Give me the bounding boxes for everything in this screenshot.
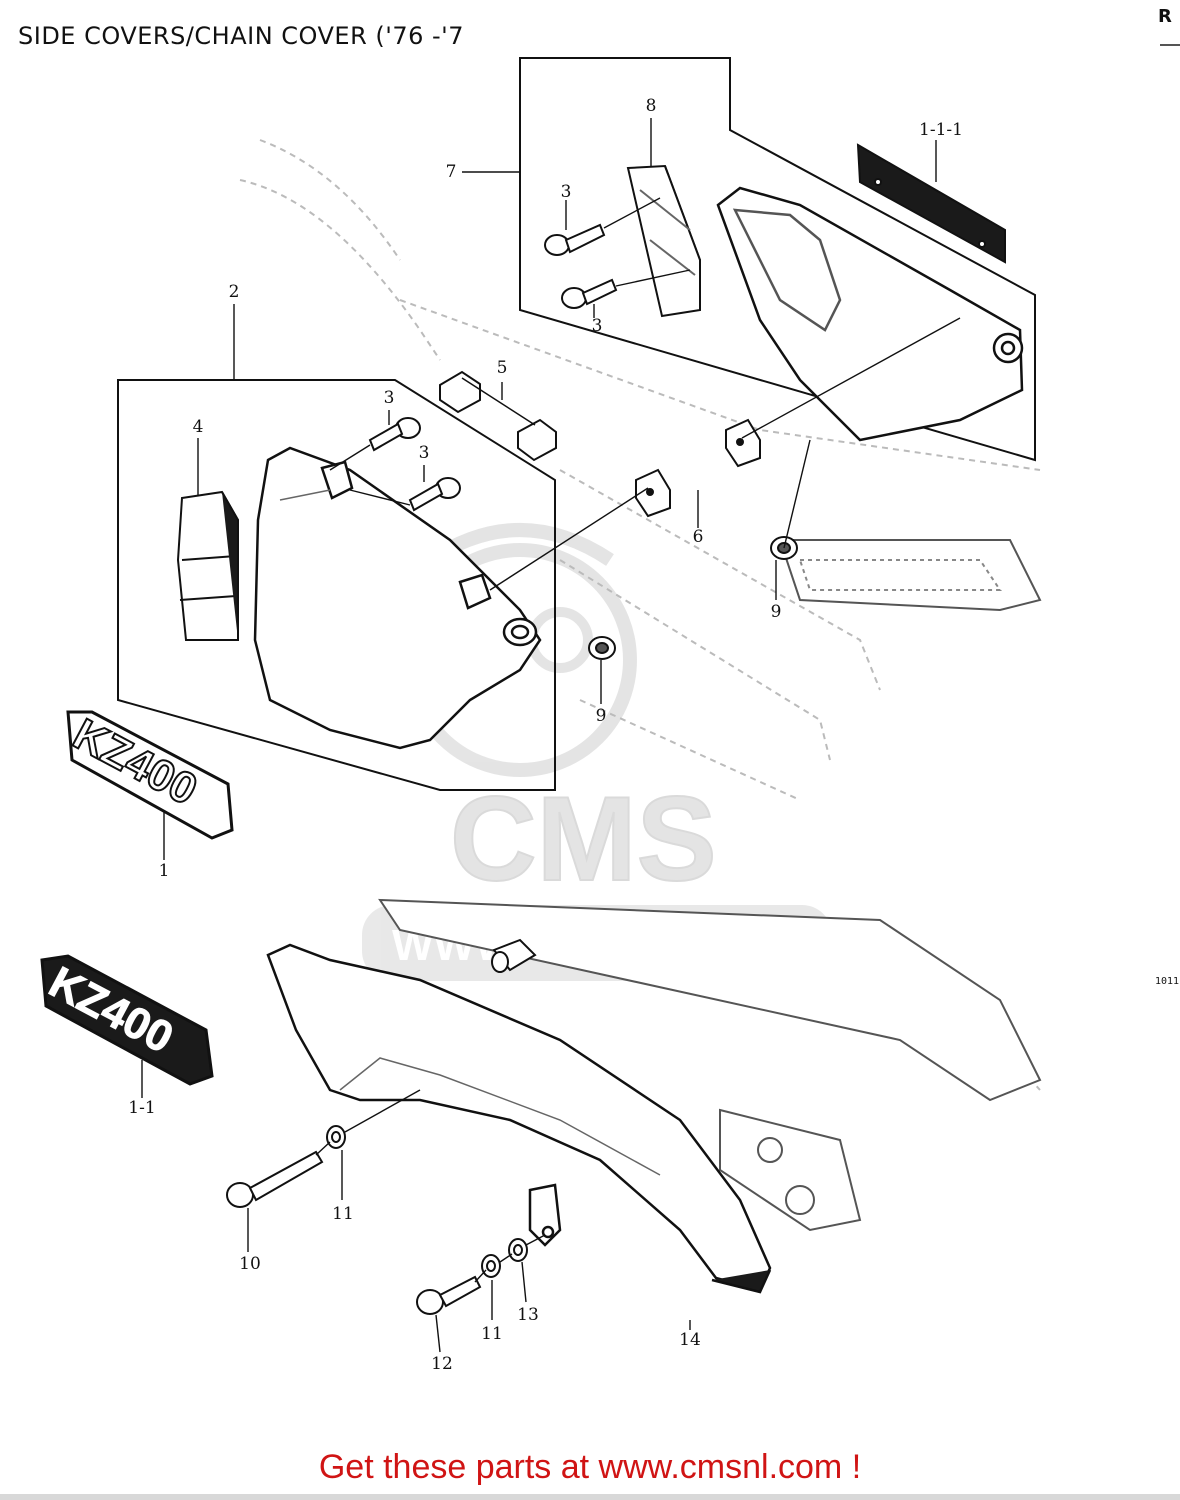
exploded-parts-diagram: CMS WWW.CMSNL.COM [40, 57, 1042, 1353]
callout-leaders [141, 118, 937, 1353]
emblem-outline-text: KZ400 [65, 710, 205, 815]
part-3-screw-upper-a [544, 223, 606, 256]
part-12-bolt [416, 1275, 482, 1315]
callout-3-upper-b: 3 [591, 316, 603, 336]
reference-code: 1011 [1155, 976, 1180, 987]
part-8-reflector [626, 164, 701, 318]
emblem-solid-text: KZ400 [41, 958, 181, 1063]
callout-14: 14 [679, 1330, 701, 1350]
callout-5: 5 [496, 358, 508, 378]
part-6-grommet-b [635, 468, 671, 518]
part-3-screw-side-b [408, 477, 461, 512]
callout-4: 4 [192, 417, 204, 437]
callout-8: 8 [645, 96, 657, 116]
callout-11-lower: 11 [481, 1324, 503, 1344]
part-1-emblem-outline: KZ400 [64, 709, 234, 840]
chain-cover-bushing [491, 938, 537, 973]
callout-10: 10 [239, 1254, 261, 1274]
part-5-clip-b [517, 418, 557, 462]
part-10-bolt [226, 1150, 324, 1208]
callout-9-lower: 9 [595, 706, 607, 726]
page-title: SIDE COVERS/CHAIN COVER ('76 -'7 [18, 22, 465, 50]
callout-1-1-1: 1-1-1 [919, 120, 963, 140]
corner-rule [1160, 44, 1180, 46]
callout-1: 1 [158, 861, 170, 881]
part-3-screw-side-a [368, 417, 421, 452]
part-2-left-side-cover [253, 446, 542, 750]
part-7-right-side-cover [716, 186, 1024, 442]
callout-11-upper: 11 [332, 1204, 354, 1224]
part-13-lock-washer [508, 1238, 528, 1262]
callout-3-side-a: 3 [383, 388, 395, 408]
callout-1-1: 1-1 [128, 1098, 156, 1118]
part-11-washer-lower [481, 1254, 501, 1278]
part-14-chain-cover [266, 943, 772, 1294]
swing-arm [378, 539, 1042, 1232]
part-1-1-emblem-solid: KZ400 [40, 954, 214, 1086]
side-cover-panel [117, 379, 556, 791]
callout-2: 2 [228, 282, 240, 302]
part-9-nut-lower [588, 636, 616, 660]
footer-bar [0, 1494, 1180, 1500]
part-11-washer-upper [326, 1125, 346, 1149]
callout-12: 12 [431, 1354, 453, 1374]
assembly-lines [315, 197, 961, 1283]
cmsnl-parts-link[interactable]: Get these parts at www.cmsnl.com ! [318, 1448, 862, 1486]
part-5-clip-a [439, 370, 481, 414]
callout-6: 6 [692, 527, 704, 547]
callout-13: 13 [517, 1305, 539, 1325]
watermark-brand: CMS [450, 772, 717, 906]
callout-7: 7 [445, 162, 457, 182]
part-1-1-1-emblem-plate [856, 143, 1006, 264]
callout-9-upper: 9 [770, 602, 782, 622]
part-3-screw-upper-b [561, 278, 618, 309]
corner-mark: R [1158, 6, 1172, 27]
part-4-reflector [176, 490, 239, 641]
part-6-grommet-a [725, 418, 761, 468]
callout-3-upper-a: 3 [560, 182, 572, 202]
callout-3-side-b: 3 [418, 443, 430, 463]
chain-cover-bracket-panel [519, 57, 1036, 462]
